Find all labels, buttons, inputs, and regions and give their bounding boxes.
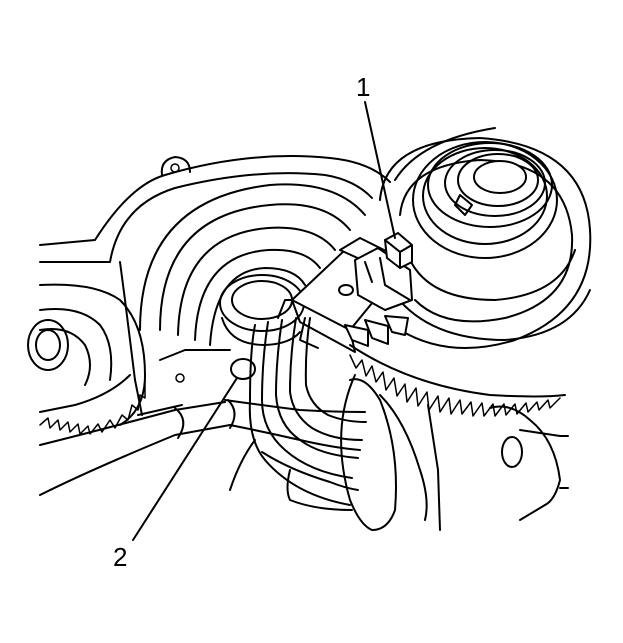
wire-cover (340, 374, 428, 531)
callout-2-leader (132, 377, 238, 541)
locking-tab (384, 232, 413, 269)
right-motor-assembly (379, 127, 592, 349)
mounting-bracket (427, 404, 569, 531)
wiring-harness (224, 317, 367, 511)
callout-1-leader (364, 101, 396, 239)
callout-1-label: 1 (356, 72, 370, 102)
round-grommet (230, 358, 256, 380)
left-motor-assembly (27, 283, 146, 435)
drive-gear (349, 344, 566, 417)
callout-2-label: 2 (113, 542, 127, 572)
housing-plate (39, 155, 391, 416)
left-cable (39, 399, 236, 496)
central-shaft-rings (139, 183, 366, 346)
